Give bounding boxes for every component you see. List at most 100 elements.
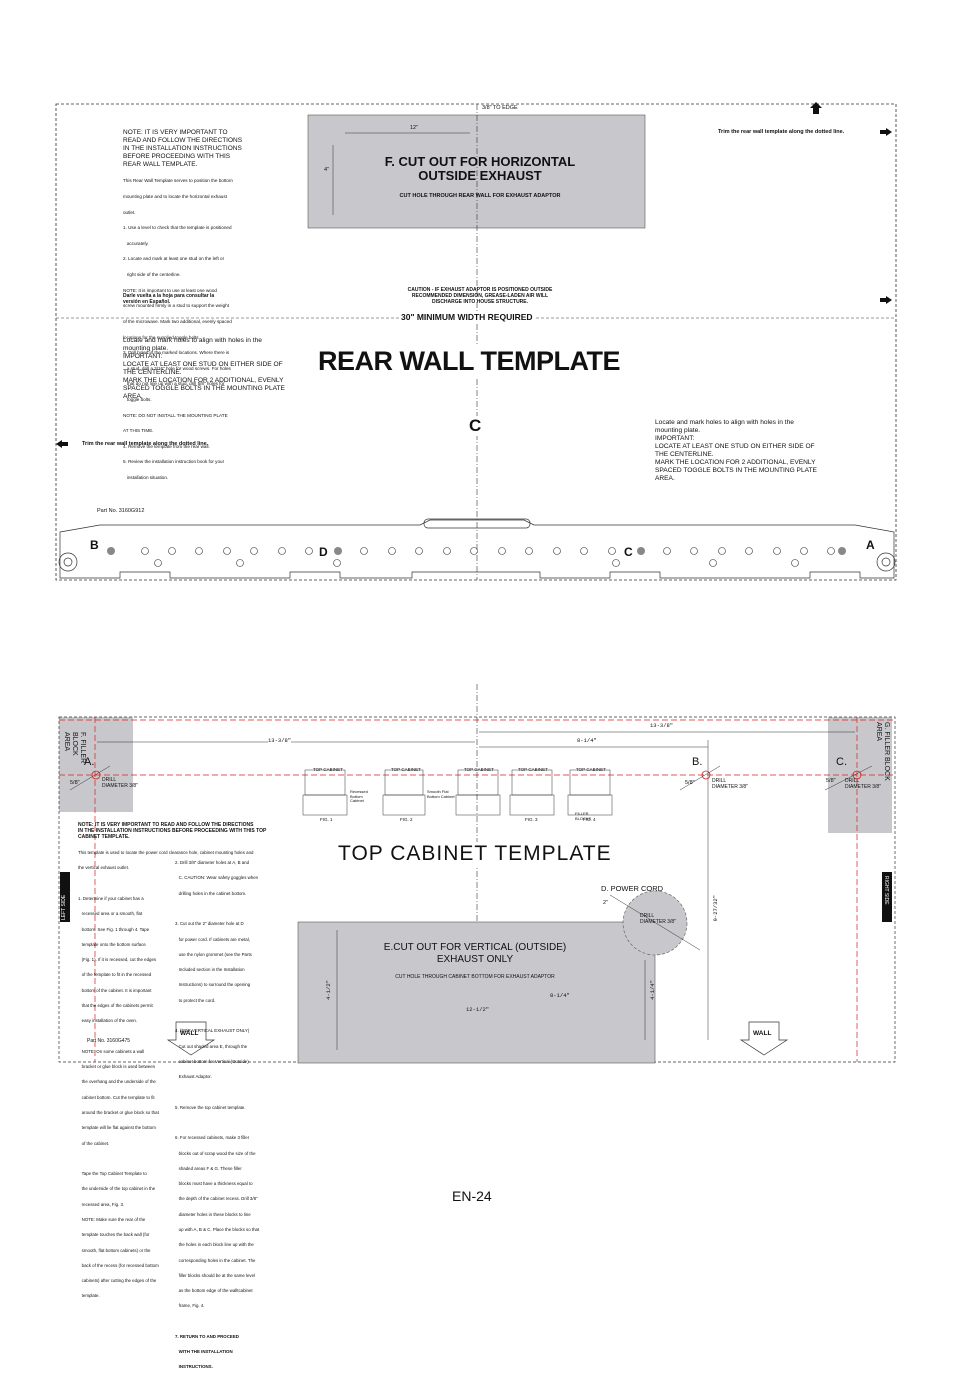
top-col1-line: bottom. See Fig. 1 through 4. Tape	[78, 926, 150, 932]
mounting-holes	[141, 547, 835, 567]
top-label-b: B.	[692, 756, 703, 768]
caution-line: RECOMMENDED DIMENSION, GREASE-LADEN AIR …	[411, 293, 549, 299]
top-note-line: CABINET TEMPLATE.	[78, 834, 130, 840]
top-col1-line: of the cabinet.	[78, 1140, 110, 1146]
locate-right-line: MARK THE LOCATION FOR 2 ADDITIONAL, EVEN…	[655, 459, 816, 466]
top-col1-line: 1. Determine if your cabinet has a	[78, 896, 144, 902]
spanish-note-line: Darle vuelta a la hoja para consultar la	[123, 293, 215, 299]
rear-note: NOTE: IT IS VERY IMPORTANT TO READ AND F…	[123, 129, 273, 169]
rear-instr-line: toggle bolts.	[123, 396, 152, 402]
rear-letter-b: B	[90, 538, 99, 552]
filler-left-label: F. FILLER BLOCK AREA	[63, 732, 86, 764]
right-side-label: RIGHT SIDE	[883, 876, 889, 905]
top-col2-line: cabinet bottom for Vertical (Outside)	[175, 1058, 249, 1064]
drill-label-a: DRILL DIAMETER 3/8"	[102, 777, 138, 789]
locate-left-line: Locate and mark holes to align with hole…	[123, 337, 262, 344]
rear-instr-line: outlet.	[123, 209, 136, 215]
power-cord-label: D. POWER CORD	[601, 884, 664, 893]
top-dim-8-bottom: 8-1/4"	[550, 992, 570, 999]
cab-label-1: TOP CABINET	[313, 767, 343, 772]
rear-instr-line: 5. Review the installation instruction b…	[123, 459, 225, 465]
right-side-tab	[882, 872, 892, 922]
rear-note-line: NOTE: IT IS VERY IMPORTANT TO	[123, 129, 228, 136]
mounting-plate-slot	[423, 518, 531, 529]
top-col2: 2. Drill 3/8" diameter holes at A, B and…	[175, 850, 275, 1375]
top-col1-line: the overhang and the underside of the	[78, 1079, 156, 1085]
top-col1-line: that the edges of the cabinets permit	[78, 1003, 153, 1008]
top-col1-line: cabinets) after cutting the edges of the	[78, 1278, 157, 1284]
rear-wall-outline	[55, 103, 897, 581]
rear-note-line: REAR WALL TEMPLATE.	[123, 161, 198, 168]
top-col2-line: to protect the cord.	[175, 997, 216, 1003]
rear-instr-line: of the microwave. Mark two additional, e…	[123, 318, 232, 324]
rear-cutout-title-line2: OUTSIDE EXHAUST	[418, 168, 542, 183]
caution-note: CAUTION - IF EXHAUST ADAPTOR IS POSITION…	[380, 287, 580, 305]
cabinet-figures	[302, 769, 613, 816]
rear-instr-line: right side of the centerline.	[123, 272, 181, 278]
rear-cutout-title-line1: F. CUT OUT FOR HORIZONTAL	[384, 154, 576, 169]
top-dim-2: 2"	[603, 900, 609, 906]
top-col2-line: as the bottom edge of the walltcabinet	[175, 1288, 253, 1294]
rear-wall-title: REAR WALL TEMPLATE	[318, 346, 621, 377]
top-cabinet-title: TOP CABINET TEMPLATE	[338, 842, 612, 866]
top-col1-line: (Fig. 1). If it is recessed, cut the edg…	[78, 957, 157, 963]
top-col2-line: shaded areas F & G. These filler	[175, 1165, 242, 1171]
fig-label-1: FIG. 1	[320, 817, 333, 822]
spanish-note: Darle vuelta a la hoja para consultar la…	[123, 293, 214, 305]
top-col1-line: easy installation of the oven.	[78, 1018, 138, 1024]
locate-left-line: LOCATE AT LEAST ONE STUD ON EITHER SIDE …	[123, 361, 283, 368]
spanish-note-line: versión en Español.	[123, 299, 171, 305]
top-col2-line: 4. (FOR VERTICAL EXHAUST ONLY)	[175, 1028, 250, 1034]
rear-instr-line: This Rear Wall Template serves to positi…	[123, 178, 233, 184]
top-col2-line: drilling holes in the cabinet bottom.	[175, 890, 247, 896]
top-col2-line: use the nylon grommet (see the Parts	[175, 951, 252, 957]
rear-instructions: This Rear Wall Template serves to positi…	[123, 168, 273, 485]
top-dim-58-b: 5/8"	[685, 780, 695, 786]
top-col2-line: INSTRUCTIONS.	[175, 1364, 213, 1370]
rear-note-line: BEFORE PROCEEDING WITH THIS	[123, 153, 231, 160]
arrow-left-icon	[56, 440, 68, 448]
top-cabinet-outline	[58, 716, 896, 1063]
locate-left-line: AREA.	[123, 393, 143, 400]
locate-left-line: mounting plate.	[123, 345, 169, 352]
rear-instr-line: 1. Use a level to check that the templat…	[123, 225, 232, 231]
filler-block-left	[59, 717, 133, 812]
top-col2-line: 2. Drill 3/8" diameter holes at A, B and	[175, 860, 250, 866]
top-col2-line: Exhaust Adaptor.	[175, 1074, 212, 1080]
top-col1-line: template.	[78, 1293, 100, 1299]
rear-edge-label: 3/8" TO EDGE	[482, 105, 518, 111]
rear-instr-line: 3. Drill holes in the marked locations. …	[123, 350, 230, 356]
top-col1-line: ​	[78, 1156, 173, 1161]
locate-left-line: MARK THE LOCATION FOR 2 ADDITIONAL, EVEN…	[123, 377, 284, 384]
top-col1-line: template touches the back wall (for	[78, 1232, 150, 1238]
drill-label-d: DRILL DIAMETER 3/8"	[640, 913, 676, 925]
arrow-right-icon	[880, 128, 892, 136]
fig-note-3: FILLER BLOCKS	[575, 811, 592, 821]
locate-right-line: SPACED TOGGLE BOLTS IN THE MOUNTING PLAT…	[655, 467, 817, 474]
top-col2-line: the depth of the cabinet recess. Drill 3…	[175, 1196, 258, 1202]
rear-exhaust-cutout	[307, 114, 646, 229]
top-cutout-title: E.CUT OUT FOR VERTICAL (OUTSIDE) EXHAUST…	[330, 942, 620, 966]
top-col2-line: blocks out of scrap wood the size of the	[175, 1150, 256, 1156]
top-col1-line: smooth, flat bottom cabinets) or the	[78, 1247, 151, 1253]
top-col2-line: Cut out shaded area E, through the	[175, 1043, 248, 1049]
fig-note-2: Smooth Flat Bottom Cabinet	[427, 789, 455, 799]
top-col1-line: template onto the bottom surface	[78, 941, 146, 947]
top-col1-line: template will lie flat against the botto…	[78, 1125, 156, 1131]
min-width-label: 30" MINIMUM WIDTH REQUIRED	[399, 312, 535, 322]
top-col1-line: recessed area or a smooth, flat	[78, 911, 143, 917]
top-col2-line: C. CAUTION: Wear safety goggles when	[175, 875, 259, 881]
template-graphics	[55, 102, 897, 1064]
rear-instr-line: 2. Locate and mark at least one stud on …	[123, 256, 225, 262]
top-col1: This template is used to locate the powe…	[78, 840, 254, 1304]
locate-left-line: SPACED TOGGLE BOLTS IN THE MOUNTING PLAT…	[123, 385, 285, 392]
locate-left-line: IMPORTANT:	[123, 353, 163, 360]
top-col2-line: ​	[175, 906, 275, 911]
top-col2-line: corresponding holes in the cabinet. The	[175, 1257, 256, 1263]
top-col2-line: frame, Fig. 4.	[175, 1303, 205, 1309]
top-col2-line: for power cord. If cabinets are metal,	[175, 936, 250, 942]
locate-right-line: mounting plate.	[655, 427, 701, 434]
rear-part-no: Part No. 3160G912	[97, 508, 145, 514]
arrow-up-icon	[810, 102, 822, 114]
top-col2-line: diameter holes in these blocks to line	[175, 1211, 251, 1217]
